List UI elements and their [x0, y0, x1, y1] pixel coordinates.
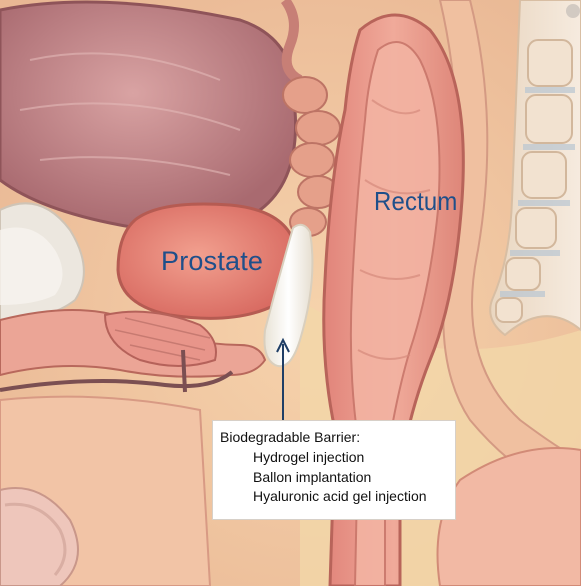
- callout-item: Hyaluronic acid gel injection: [253, 487, 427, 507]
- prostate-label: Prostate: [161, 246, 263, 277]
- callout-heading: Biodegradable Barrier:: [220, 429, 360, 445]
- barrier-callout-box: Biodegradable Barrier: Hydrogel injectio…: [212, 420, 456, 520]
- callout-item: Ballon implantation: [253, 468, 427, 488]
- callout-item: Hydrogel injection: [253, 448, 427, 468]
- corner-badge-icon: [566, 4, 580, 18]
- rectum-label: Rectum: [374, 186, 458, 217]
- bladder: [0, 2, 296, 230]
- callout-list: Hydrogel injection Ballon implantation H…: [253, 448, 427, 507]
